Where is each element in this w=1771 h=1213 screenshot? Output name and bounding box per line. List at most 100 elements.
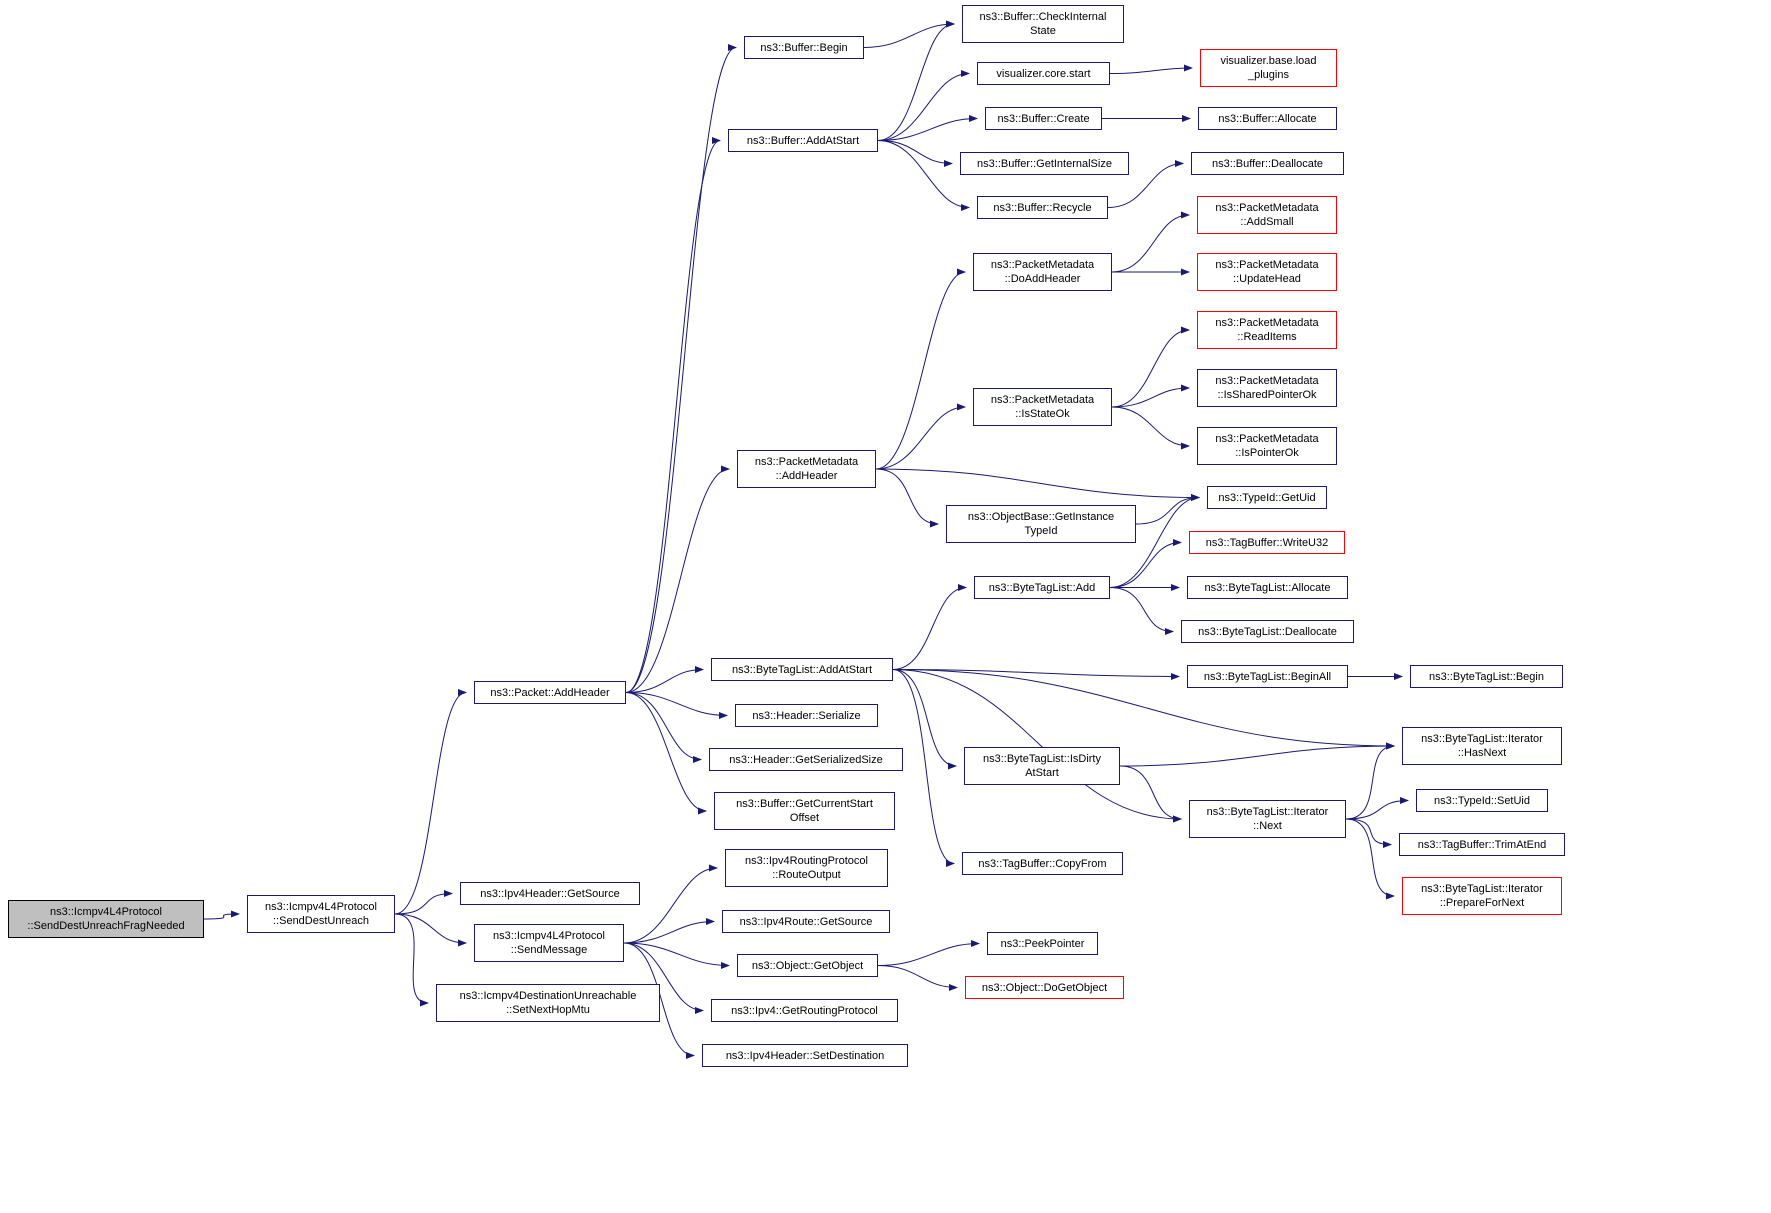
graph-node-label: ns3::TypeId::SetUid xyxy=(1434,794,1530,807)
graph-node-bytetaglist-begin-all[interactable]: ns3::ByteTagList::BeginAll xyxy=(1187,665,1348,688)
graph-node-tagbuffer-write-u32[interactable]: ns3::TagBuffer::WriteU32 xyxy=(1189,531,1345,554)
graph-node-label: ns3::Buffer::AddAtStart xyxy=(746,134,860,147)
graph-node-bytetaglist-iterator-next[interactable]: ns3::ByteTagList::Iterator::Next xyxy=(1189,800,1346,838)
graph-node-label: ns3::PacketMetadata xyxy=(1215,317,1319,329)
graph-node-packetmetadata-read-items[interactable]: ns3::PacketMetadata::ReadItems xyxy=(1197,311,1337,349)
edge-bytetaglist-add-at-start-to-bytetaglist-add xyxy=(892,584,967,670)
graph-node-send-dest-unreach-frag-needed[interactable]: ns3::Icmpv4L4Protocol::SendDestUnreachFr… xyxy=(8,900,204,938)
graph-node-bytetaglist-iterator-prepare-for-next[interactable]: ns3::ByteTagList::Iterator::PrepareForNe… xyxy=(1402,877,1562,915)
graph-node-visualizer-core-start[interactable]: visualizer.core.start xyxy=(977,62,1110,85)
graph-node-label: ns3::Buffer::Begin xyxy=(760,41,848,54)
graph-node-packetmetadata-do-add-header[interactable]: ns3::PacketMetadata::DoAddHeader xyxy=(973,253,1112,291)
graph-node-ipv4header-set-destination[interactable]: ns3::Ipv4Header::SetDestination xyxy=(702,1044,908,1067)
graph-node-bytetaglist-iterator-has-next[interactable]: ns3::ByteTagList::Iterator::HasNext xyxy=(1402,727,1562,765)
graph-node-label: ns3::ObjectBase::GetInstance xyxy=(967,511,1115,523)
graph-node-label: ::SendDestUnreachFragNeeded xyxy=(27,920,185,932)
edge-bytetaglist-is-dirty-at-start-to-bytetaglist-iterator-next xyxy=(1119,765,1182,823)
graph-node-buffer-add-at-start[interactable]: ns3::Buffer::AddAtStart xyxy=(728,129,878,152)
graph-node-buffer-allocate[interactable]: ns3::Buffer::Allocate xyxy=(1198,107,1337,130)
graph-node-packetmetadata-add-header[interactable]: ns3::PacketMetadata::AddHeader xyxy=(737,450,876,488)
graph-node-typeid-get-uid[interactable]: ns3::TypeId::GetUid xyxy=(1207,486,1327,509)
edge-packet-add-header-to-header-serialize xyxy=(625,692,728,719)
graph-node-label: ns3::PacketMetadata xyxy=(1215,433,1319,445)
graph-node-label: ns3::PacketMetadata xyxy=(990,394,1095,406)
graph-node-bytetaglist-begin[interactable]: ns3::ByteTagList::Begin xyxy=(1410,665,1563,688)
edge-buffer-add-at-start-to-buffer-check-internal-state xyxy=(877,20,955,141)
graph-node-typeid-set-uid[interactable]: ns3::TypeId::SetUid xyxy=(1416,789,1548,812)
graph-node-label: ns3::Buffer::Create xyxy=(997,112,1090,125)
graph-node-packetmetadata-update-head[interactable]: ns3::PacketMetadata::UpdateHead xyxy=(1197,253,1337,291)
graph-node-label: ns3::TagBuffer::CopyFrom xyxy=(978,857,1107,870)
graph-node-packetmetadata-is-state-ok[interactable]: ns3::PacketMetadata::IsStateOk xyxy=(973,388,1112,426)
graph-node-buffer-recycle[interactable]: ns3::Buffer::Recycle xyxy=(977,196,1108,219)
graph-node-label: ns3::Header::GetSerializedSize xyxy=(729,753,883,766)
graph-node-label: ns3::Buffer::Deallocate xyxy=(1211,157,1324,170)
graph-node-ipv4-get-routing-protocol[interactable]: ns3::Ipv4::GetRoutingProtocol xyxy=(711,999,898,1022)
graph-node-label: ns3::PacketMetadata xyxy=(1215,202,1319,214)
graph-node-header-get-serialized-size[interactable]: ns3::Header::GetSerializedSize xyxy=(709,748,903,771)
graph-node-bytetaglist-add-at-start[interactable]: ns3::ByteTagList::AddAtStart xyxy=(711,658,893,681)
graph-node-tagbuffer-trim-at-end[interactable]: ns3::TagBuffer::TrimAtEnd xyxy=(1399,833,1565,856)
graph-node-label: ns3::PacketMetadata xyxy=(754,456,859,468)
graph-node-label: ns3::Ipv4Route::GetSource xyxy=(739,915,873,928)
graph-node-send-message[interactable]: ns3::Icmpv4L4Protocol::SendMessage xyxy=(474,924,624,962)
graph-node-header-serialize[interactable]: ns3::Header::Serialize xyxy=(735,704,878,727)
graph-node-label: ns3::ByteTagList::Begin xyxy=(1429,670,1544,683)
graph-node-bytetaglist-add[interactable]: ns3::ByteTagList::Add xyxy=(974,576,1110,599)
graph-node-label: ns3::ByteTagList::IsDirty xyxy=(983,753,1101,765)
graph-node-packetmetadata-is-pointer-ok[interactable]: ns3::PacketMetadata::IsPointerOk xyxy=(1197,427,1337,465)
graph-node-label: ::SendMessage xyxy=(510,944,588,956)
graph-node-label: ns3::ByteTagList::Iterator xyxy=(1421,883,1543,895)
edge-packetmetadata-add-header-to-objectbase-get-instance-typeid xyxy=(875,468,939,528)
edge-packetmetadata-add-header-to-packetmetadata-do-add-header xyxy=(875,268,966,470)
graph-node-bytetaglist-allocate[interactable]: ns3::ByteTagList::Allocate xyxy=(1187,576,1348,599)
graph-node-visualizer-base-load-plugins[interactable]: visualizer.base.load_plugins xyxy=(1200,49,1337,87)
graph-node-peek-pointer[interactable]: ns3::PeekPointer xyxy=(987,932,1098,955)
graph-node-set-next-hop-mtu[interactable]: ns3::Icmpv4DestinationUnreachable::SetNe… xyxy=(436,984,660,1022)
edge-bytetaglist-add-to-bytetaglist-deallocate xyxy=(1109,587,1174,635)
graph-node-label: ns3::Buffer::Recycle xyxy=(993,201,1092,214)
edge-send-dest-unreach-to-send-message xyxy=(394,913,467,947)
graph-node-object-get-object[interactable]: ns3::Object::GetObject xyxy=(737,954,878,977)
graph-node-buffer-begin[interactable]: ns3::Buffer::Begin xyxy=(744,36,864,59)
edge-buffer-add-at-start-to-buffer-get-internal-size xyxy=(877,140,953,167)
graph-node-label: ns3::ByteTagList::Deallocate xyxy=(1198,625,1337,638)
edge-packetmetadata-add-header-to-typeid-get-uid xyxy=(875,468,1200,501)
graph-node-packetmetadata-add-small[interactable]: ns3::PacketMetadata::AddSmall xyxy=(1197,196,1337,234)
graph-node-packetmetadata-is-shared-pointer-ok[interactable]: ns3::PacketMetadata::IsSharedPointerOk xyxy=(1197,369,1337,407)
edge-bytetaglist-add-at-start-to-bytetaglist-begin-all xyxy=(892,669,1180,680)
graph-node-ipv4routingprotocol-route-output[interactable]: ns3::Ipv4RoutingProtocol::RouteOutput xyxy=(725,849,888,887)
edge-packetmetadata-add-header-to-packetmetadata-is-state-ok xyxy=(875,403,966,470)
graph-node-label: ::PrepareForNext xyxy=(1439,897,1525,909)
graph-node-buffer-create[interactable]: ns3::Buffer::Create xyxy=(985,107,1102,130)
graph-node-object-do-get-object[interactable]: ns3::Object::DoGetObject xyxy=(965,976,1124,999)
graph-node-label: ::HasNext xyxy=(1457,747,1507,759)
graph-node-send-dest-unreach[interactable]: ns3::Icmpv4L4Protocol::SendDestUnreach xyxy=(247,895,395,933)
graph-node-label: ns3::Ipv4Header::SetDestination xyxy=(725,1049,885,1062)
graph-node-label: ns3::TagBuffer::TrimAtEnd xyxy=(1417,838,1547,851)
edge-send-message-to-object-get-object xyxy=(623,942,730,969)
graph-node-label: ::AddSmall xyxy=(1240,216,1294,228)
graph-node-bytetaglist-deallocate[interactable]: ns3::ByteTagList::Deallocate xyxy=(1181,620,1354,643)
graph-node-label: ::SendDestUnreach xyxy=(273,915,369,927)
graph-node-tagbuffer-copy-from[interactable]: ns3::TagBuffer::CopyFrom xyxy=(962,852,1123,875)
graph-node-label: ns3::TagBuffer::WriteU32 xyxy=(1205,536,1329,549)
graph-node-label: visualizer.base.load xyxy=(1220,55,1317,67)
edge-object-get-object-to-peek-pointer xyxy=(877,940,980,966)
graph-node-buffer-deallocate[interactable]: ns3::Buffer::Deallocate xyxy=(1191,152,1344,175)
graph-node-label: ns3::Object::DoGetObject xyxy=(981,981,1108,994)
graph-node-ipv4header-get-source[interactable]: ns3::Ipv4Header::GetSource xyxy=(460,882,640,905)
graph-node-packet-add-header[interactable]: ns3::Packet::AddHeader xyxy=(474,681,626,704)
graph-node-label: ::ReadItems xyxy=(1237,331,1297,343)
edge-send-message-to-ipv4routingprotocol-route-output xyxy=(623,864,718,944)
graph-node-label: ::IsStateOk xyxy=(1015,408,1070,420)
graph-node-ipv4route-get-source[interactable]: ns3::Ipv4Route::GetSource xyxy=(722,910,890,933)
graph-node-buffer-get-internal-size[interactable]: ns3::Buffer::GetInternalSize xyxy=(960,152,1129,175)
edge-packetmetadata-is-state-ok-to-packetmetadata-read-items xyxy=(1111,326,1190,408)
